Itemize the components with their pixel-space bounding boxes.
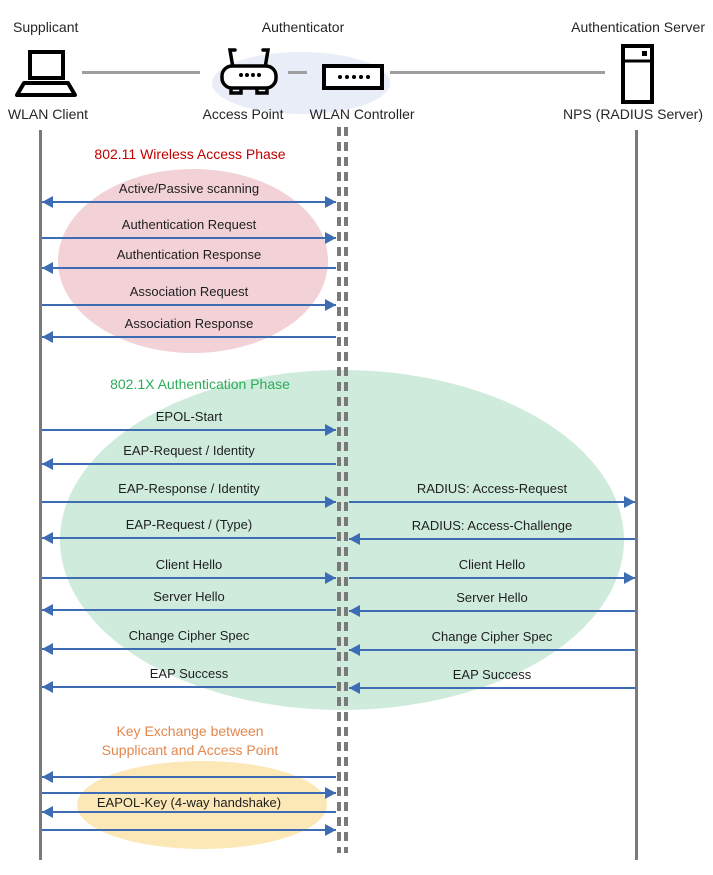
message-arrow-line [42, 429, 336, 431]
device-label-access-point: Access Point [202, 106, 284, 122]
message-label: Server Hello [153, 589, 225, 604]
arrowhead-left [42, 643, 53, 655]
wireless-access-phase-title: 802.11 Wireless Access Phase [94, 146, 286, 162]
message-label: Authentication Response [116, 247, 262, 262]
connector-client-ap [82, 71, 200, 74]
message-arrow-line [42, 336, 336, 338]
message-arrow-line [42, 501, 336, 503]
message-label: RADIUS: Access-Request [416, 481, 568, 496]
arrowhead-right [325, 232, 336, 244]
arrowhead-right [325, 496, 336, 508]
message-arrow-line [42, 537, 336, 539]
key-exchange-phase-title: Supplicant and Access Point [101, 742, 279, 758]
arrowhead-right [624, 572, 635, 584]
key-exchange-phase-title: Key Exchange between [116, 723, 264, 739]
message-arrow-line [42, 686, 336, 688]
arrowhead-left [42, 196, 53, 208]
message-label: Change Cipher Spec [128, 628, 250, 643]
message-arrow-line [42, 776, 336, 778]
lifeline-controller-dashed-left [337, 127, 341, 853]
arrowhead-left [42, 681, 53, 693]
arrowhead-right [325, 196, 336, 208]
connector-ap-controller [288, 71, 307, 74]
message-label: RADIUS: Access-Challenge [411, 518, 573, 533]
connector-controller-server [390, 71, 605, 74]
message-arrow-line [42, 577, 336, 579]
device-label-wlan-client: WLAN Client [7, 106, 89, 122]
arrowhead-right [624, 496, 635, 508]
arrowhead-left [42, 604, 53, 616]
message-arrow-line [349, 649, 635, 651]
arrowhead-right [325, 299, 336, 311]
arrowhead-right [325, 572, 336, 584]
arrowhead-left [42, 532, 53, 544]
role-label-supplicant: Supplicant [13, 19, 79, 35]
message-arrow-line [42, 201, 336, 203]
arrowhead-left [349, 644, 360, 656]
message-arrow-line [349, 577, 635, 579]
server-icon [621, 44, 654, 104]
role-label-authenticator: Authenticator [261, 19, 345, 35]
message-arrow-line [349, 610, 635, 612]
message-arrow-line [42, 829, 336, 831]
laptop-icon [15, 50, 77, 97]
lifeline-nps-server [635, 130, 638, 860]
lifeline-controller-dashed-right [344, 127, 348, 853]
message-arrow-line [42, 463, 336, 465]
wireless-access-phase-ellipse [58, 169, 328, 353]
arrowhead-left [349, 533, 360, 545]
device-label-wlan-controller: WLAN Controller [309, 106, 415, 122]
arrowhead-left [349, 605, 360, 617]
message-label: Server Hello [456, 590, 528, 605]
message-label: EAP Success [149, 666, 229, 681]
key-exchange-phase-ellipse [77, 761, 327, 849]
message-label: EAP-Request / (Type) [125, 517, 253, 532]
device-label-nps-radius-server: NPS (RADIUS Server) [562, 106, 704, 122]
wireless-router-icon [220, 48, 278, 95]
message-arrow-line [349, 687, 635, 689]
arrowhead-left [42, 331, 53, 343]
arrowhead-left [42, 458, 53, 470]
message-arrow-line [349, 538, 635, 540]
message-label: Association Response [124, 316, 254, 331]
message-label: EPOL-Start [155, 409, 223, 424]
lifeline-wlan-client [39, 130, 42, 860]
dot1x-authentication-phase-title: 802.1X Authentication Phase [110, 376, 290, 392]
message-label: Client Hello [155, 557, 223, 572]
message-arrow-line [42, 811, 336, 813]
arrowhead-right [325, 424, 336, 436]
message-arrow-line [42, 237, 336, 239]
controller-icon [322, 64, 384, 90]
message-label: EAP Success [452, 667, 532, 682]
role-label-authentication-server: Authentication Server [571, 19, 705, 35]
message-arrow-line [42, 267, 336, 269]
message-arrow-line [42, 792, 336, 794]
dot1x-authentication-phase-ellipse [60, 370, 624, 710]
message-label: EAPOL-Key (4-way handshake) [96, 795, 282, 810]
message-label: Change Cipher Spec [431, 629, 553, 644]
message-arrow-line [42, 648, 336, 650]
arrowhead-left [42, 771, 53, 783]
message-label: Association Request [129, 284, 249, 299]
message-arrow-line [349, 501, 635, 503]
arrowhead-left [42, 262, 53, 274]
message-label: Active/Passive scanning [118, 181, 260, 196]
arrowhead-left [42, 806, 53, 818]
arrowhead-right [325, 787, 336, 799]
message-arrow-line [42, 609, 336, 611]
message-arrow-line [42, 304, 336, 306]
message-label: Client Hello [458, 557, 526, 572]
message-label: EAP-Response / Identity [118, 481, 260, 496]
message-label: Authentication Request [121, 217, 257, 232]
arrowhead-left [349, 682, 360, 694]
arrowhead-right [325, 824, 336, 836]
message-label: EAP-Request / Identity [123, 443, 255, 458]
